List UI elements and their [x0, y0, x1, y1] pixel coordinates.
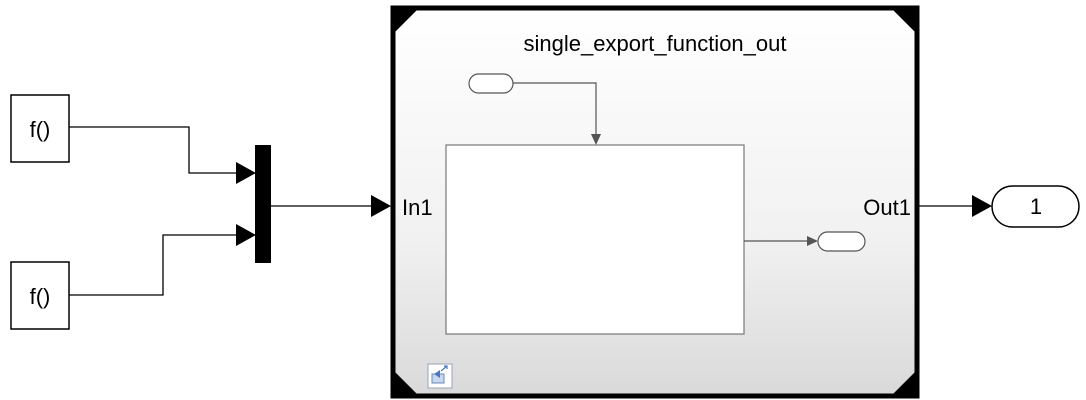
signal-line-2[interactable]	[69, 224, 256, 296]
subsystem-title: single_export_function_out	[524, 31, 787, 56]
trigger-port-icon[interactable]	[468, 73, 514, 94]
function-call-block-2[interactable]: f()	[10, 261, 70, 330]
arrowhead-icon	[807, 236, 818, 246]
function-call-generator-icon	[10, 261, 70, 330]
function-call-label: f()	[30, 117, 51, 142]
signal-line-3[interactable]	[271, 195, 391, 217]
inner-function-block[interactable]	[445, 144, 745, 335]
arrowhead-icon	[591, 134, 601, 145]
corner-marker-icon	[395, 10, 417, 32]
arrowhead-icon	[236, 162, 256, 184]
outport-icon	[991, 185, 1080, 228]
outport-label: 1	[1030, 194, 1042, 219]
arrowhead-icon	[371, 195, 391, 217]
corner-marker-icon	[395, 372, 417, 394]
corner-marker-icon	[893, 10, 915, 32]
arrowhead-icon	[236, 224, 256, 246]
inner-trigger-line	[513, 82, 597, 135]
signal-line-4[interactable]	[918, 195, 992, 217]
subsystem-block[interactable]: single_export_function_out In1 Out1	[390, 5, 920, 399]
signal-line-1[interactable]	[69, 126, 256, 184]
output-port-icon[interactable]	[817, 231, 866, 252]
corner-marker-icon	[893, 372, 915, 394]
output-port-label: Out1	[863, 195, 911, 220]
function-call-label: f()	[30, 284, 51, 309]
arrowhead-icon	[972, 195, 992, 217]
subsystem-link-badge-icon[interactable]	[427, 363, 453, 389]
outport-block[interactable]: 1	[991, 185, 1080, 228]
function-call-generator-icon	[10, 94, 70, 163]
input-port-label: In1	[402, 195, 433, 220]
mux-icon[interactable]	[255, 145, 271, 263]
function-call-block-1[interactable]: f()	[10, 94, 70, 163]
